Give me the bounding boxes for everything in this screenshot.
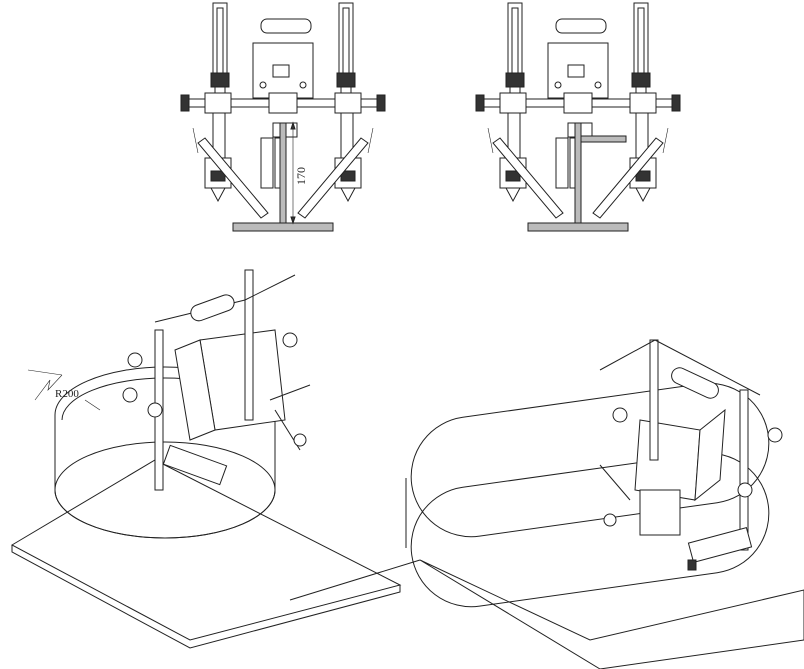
iso-view-right (289, 339, 804, 669)
front-view-right (475, 2, 681, 232)
iso-view-left: R200 (10, 269, 402, 649)
radius-label: R200 (55, 388, 79, 400)
front-view-left: 170 (180, 2, 386, 232)
dimension-label: 170 (294, 167, 308, 185)
